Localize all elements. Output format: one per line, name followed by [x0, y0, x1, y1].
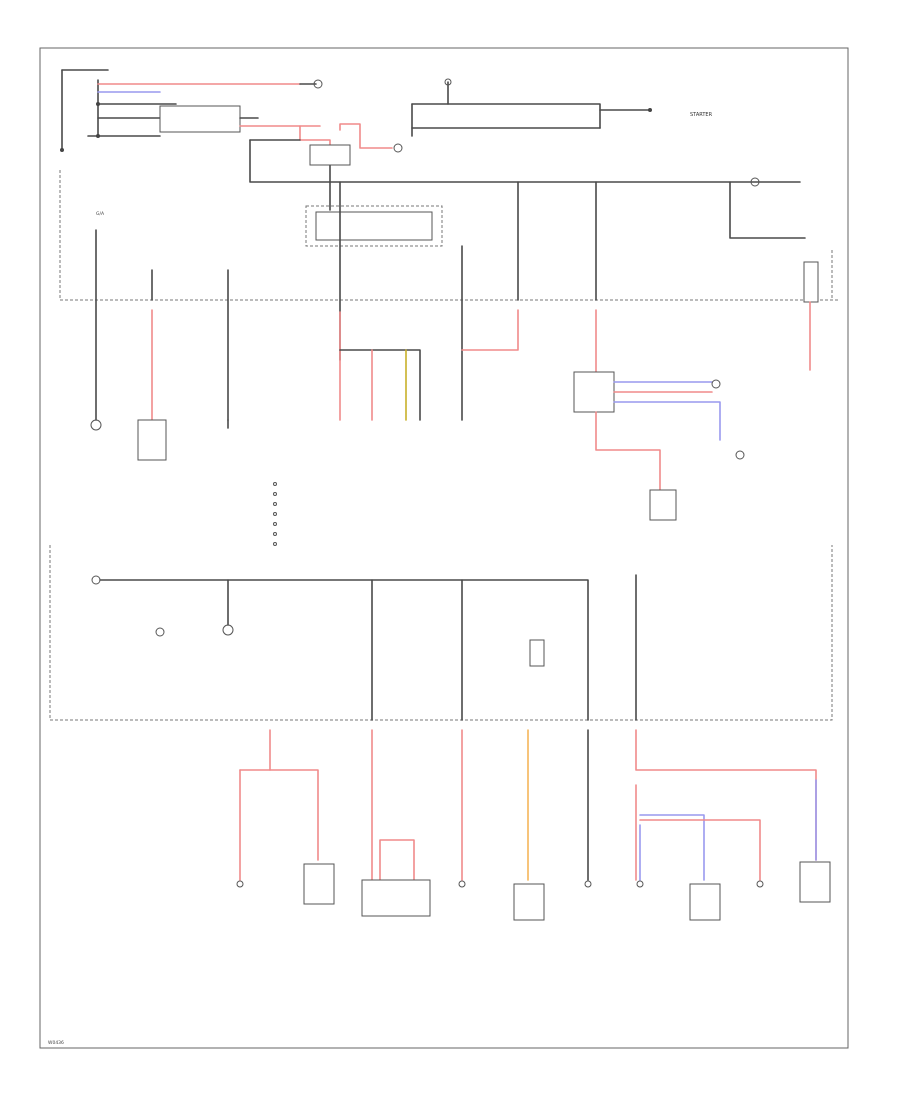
page-id: W0436: [48, 1040, 64, 1046]
starter-label: STARTER: [690, 112, 713, 118]
lower-load-wiring: [239, 729, 817, 881]
starter-circuit: STARTER: [60, 69, 806, 239]
legend: [273, 482, 277, 546]
underhood-fuse-box: [59, 170, 840, 421]
lower-fuse-box: [49, 545, 833, 721]
upper-components: G/A: [90, 211, 677, 521]
lower-components: [236, 861, 831, 921]
outer-frame: [39, 47, 849, 1049]
upper-load-wiring: [151, 301, 811, 491]
ground-label-1: G/A: [96, 211, 105, 217]
